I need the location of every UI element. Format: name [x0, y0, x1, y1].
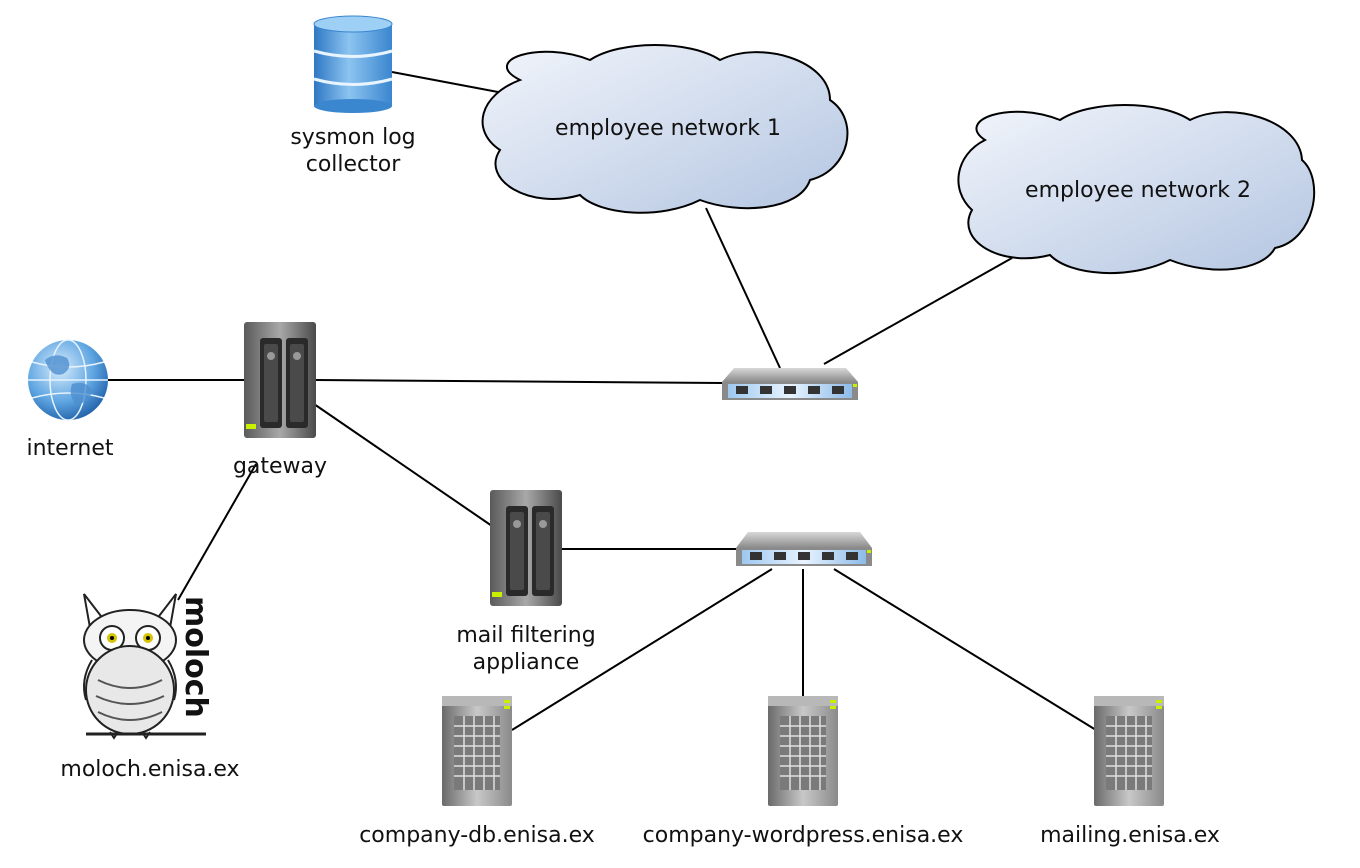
internet-label: internet [27, 436, 114, 461]
edge-switch-lower-mailing [833, 568, 1097, 731]
company-wordpress-node[interactable]: company-wordpress.enisa.ex [643, 696, 964, 848]
edge-gateway-switch-upper [315, 379, 723, 384]
mail-filter-node[interactable]: mail filtering appliance [456, 490, 596, 675]
edge-sysmon-network1 [391, 71, 499, 93]
globe-icon [28, 339, 108, 421]
sysmon-label-line2: collector [306, 152, 401, 177]
edge-gateway-mailfilter [313, 403, 493, 527]
gateway-node[interactable]: gateway [233, 322, 327, 479]
sysmon-label-line1: sysmon log [290, 125, 415, 150]
cloud-icon [957, 104, 1316, 275]
internet-node[interactable]: internet [27, 339, 114, 461]
company-wordpress-label: company-wordpress.enisa.ex [643, 823, 964, 848]
mail-filter-label-line1: mail filtering [456, 623, 595, 648]
owl-logo-icon: moloch [83, 593, 213, 740]
company-db-label: company-db.enisa.ex [359, 823, 595, 848]
nas-server-icon [244, 322, 316, 438]
employee-network-2-label: employee network 2 [1025, 178, 1251, 203]
network-switch-icon [736, 532, 872, 566]
employee-network-1-node[interactable]: employee network 1 [481, 44, 849, 214]
company-db-node[interactable]: company-db.enisa.ex [359, 696, 595, 848]
moloch-logo-text: moloch [178, 596, 213, 718]
database-icon [313, 15, 393, 113]
edge-network2-switch-upper [823, 257, 1013, 365]
nas-server-icon [490, 490, 562, 606]
mail-filter-label-line2: appliance [473, 650, 580, 675]
cloud-icon [481, 44, 849, 214]
edge-gateway-moloch [177, 463, 257, 601]
mailing-node[interactable]: mailing.enisa.ex [1040, 696, 1220, 848]
employee-network-1-label: employee network 1 [555, 116, 781, 141]
tower-server-icon [1094, 696, 1164, 806]
edge-switch-lower-db [511, 568, 773, 731]
gateway-label: gateway [233, 454, 327, 479]
moloch-node[interactable]: moloch moloch.enisa.ex [60, 593, 240, 782]
edges [108, 71, 1097, 731]
moloch-label: moloch.enisa.ex [60, 757, 239, 782]
network-switch-icon [722, 368, 858, 400]
switch-lower-node[interactable] [736, 532, 872, 566]
tower-server-icon [768, 696, 838, 806]
tower-server-icon [442, 696, 512, 806]
sysmon-log-collector-node[interactable]: sysmon log collector [290, 15, 416, 177]
mailing-label: mailing.enisa.ex [1040, 823, 1220, 848]
edge-network1-switch-upper [705, 207, 781, 369]
employee-network-2-node[interactable]: employee network 2 [957, 104, 1316, 275]
switch-upper-node[interactable] [722, 368, 858, 400]
